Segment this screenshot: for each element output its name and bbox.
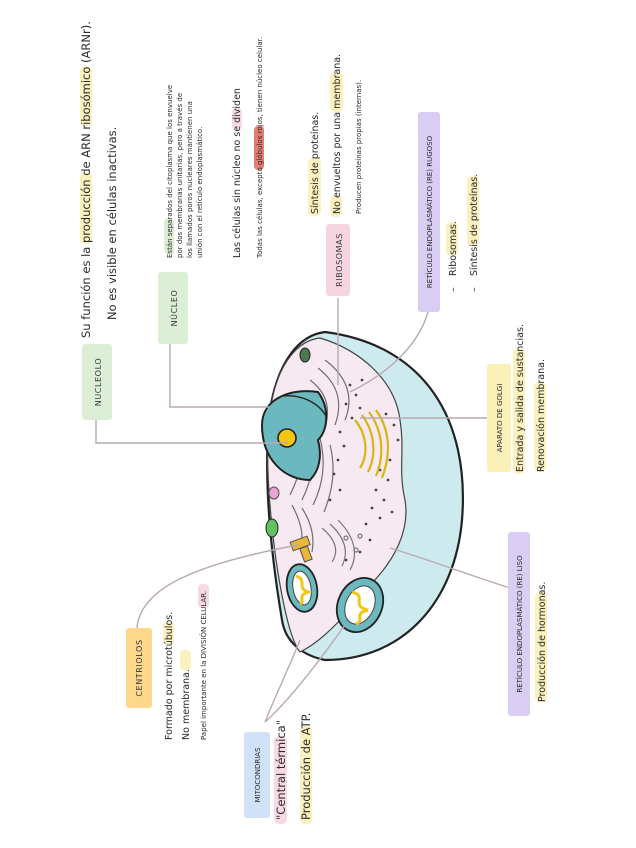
note-nucleo-1d: unión con el retículo endoplasmático. [196, 127, 204, 258]
vesicle-pink [268, 486, 280, 500]
label-centriolos: CENTRIOLOS [126, 628, 152, 708]
svg-text:CENTRIOLOS: CENTRIOLOS [135, 639, 144, 696]
smooth-er-drawing [321, 519, 363, 571]
note-nucleo-3: Todas las células, excepto glóbulos rojo… [256, 37, 264, 259]
note-ribo-2: No envueltos por una membrana. [332, 54, 343, 214]
label-rer: RETÍCULO ENDOPLASMÁTICO (RE) RUGOSO [418, 112, 440, 312]
note-cent-2: No membrana. [181, 669, 192, 740]
note-ribo-1: Síntesis de proteínas. [310, 112, 321, 214]
label-golgi: APARATO DE GOLGI [487, 364, 511, 472]
note-rer-2: Síntesis de proteínas. [469, 174, 480, 276]
svg-text:NÚCLEO: NÚCLEO [168, 290, 179, 327]
ribosome-dots [328, 378, 400, 562]
highlights [80, 66, 547, 824]
rer-bullet-2: – [469, 287, 480, 292]
note-nucleolo-1: Su función es la producción de ARN ribos… [79, 21, 93, 338]
note-cent-1: Formado por microtúbulos. [164, 612, 175, 740]
nucleolus-drawing [277, 428, 297, 448]
note-nucleo-1b: por dos membranas unitarias, pero a trav… [176, 93, 184, 258]
label-rel: RETÍCULO ENDOPLASMÁTICO (RE) LISO [508, 532, 530, 716]
note-nucleo-1c: los llamados poros nucleares mantienen u… [186, 101, 194, 258]
leader-lines [95, 298, 511, 723]
note-nucleo-2: Las células sin núcleo no se dividen [232, 88, 243, 258]
note-golgi-2: Renovación membrana. [536, 359, 547, 472]
label-ribosomas: RIBOSOMAS [326, 224, 350, 296]
note-mito-1: "Central térmica" [274, 720, 288, 820]
note-cent-3: Papel importante en la DIVISIÓN CELULAR. [199, 591, 208, 740]
note-golgi-1: Entrada y salida de sustancias. [515, 324, 526, 472]
label-nucleo: NÚCLEO [158, 272, 188, 344]
note-rel-1: Producción de hormonas. [537, 582, 548, 702]
cell [260, 330, 464, 662]
svg-text:RIBOSOMAS: RIBOSOMAS [335, 233, 344, 287]
note-mito-2: Producción de ATP. [299, 713, 313, 820]
rer-bullet-1: – [448, 287, 459, 292]
svg-text:APARATO DE GOLGI: APARATO DE GOLGI [496, 384, 504, 453]
note-nucleolo-2: No es visible en células inactivas. [105, 127, 119, 320]
label-mitocondrias: MITOCONDRIAS [244, 732, 270, 818]
mitochondrion-drawing-2 [335, 577, 385, 633]
note-nucleo-1a: Están separados del citoplasma que los e… [166, 85, 174, 258]
note-ribo-3: Producen proteínas propias (internas). [355, 80, 363, 214]
svg-text:NUCLEOLO: NUCLEOLO [94, 358, 103, 407]
label-nucleolo: NUCLEOLO [82, 344, 112, 420]
note-rer-1: Ribosomas. [448, 221, 459, 276]
golgi-drawing [354, 409, 389, 479]
mitochondrion-drawing-1 [285, 563, 319, 613]
vesicle-green-dark [299, 347, 311, 363]
vesicle-green [265, 518, 279, 538]
svg-text:RETÍCULO ENDOPLASMÁTICO (RE) L: RETÍCULO ENDOPLASMÁTICO (RE) LISO [515, 555, 524, 693]
svg-text:RETÍCULO ENDOPLASMÁTICO (RE) R: RETÍCULO ENDOPLASMÁTICO (RE) RUGOSO [425, 135, 434, 288]
svg-text:MITOCONDRIAS: MITOCONDRIAS [254, 747, 262, 803]
